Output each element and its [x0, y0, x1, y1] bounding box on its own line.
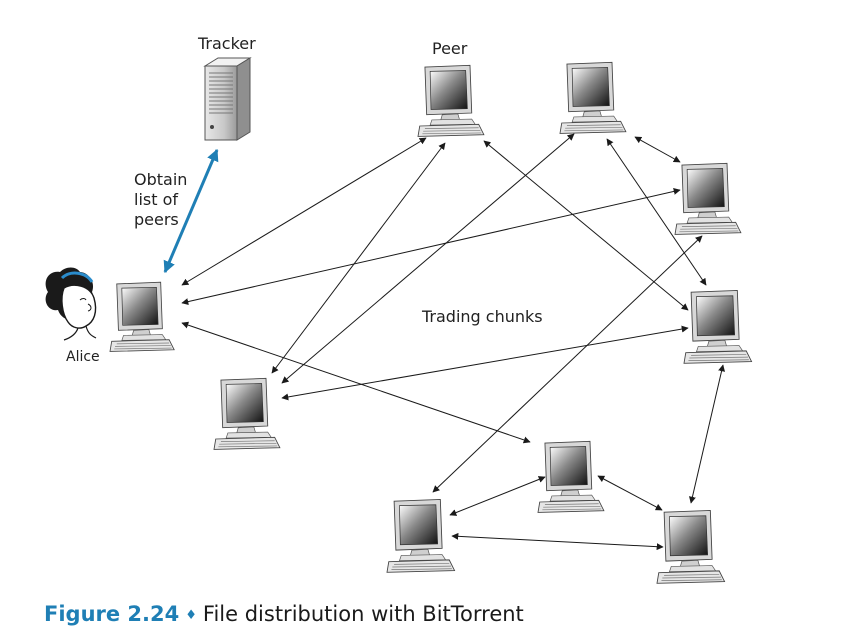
tracker-label: Tracker	[198, 34, 256, 53]
link-peer7-peer8	[449, 476, 546, 516]
caption-separator: ♦	[185, 608, 197, 623]
peer-computer-icon	[537, 440, 605, 513]
figure-number: Figure 2.24	[44, 602, 180, 626]
obtain-peers-label: Obtain list of peers	[134, 170, 188, 229]
link-peer8-peer9	[597, 475, 663, 511]
link-peer1-peer5	[271, 142, 446, 374]
link-peer2-peer5	[281, 133, 575, 384]
peer-computer-icon	[213, 377, 281, 450]
alice-computer-icon	[109, 281, 175, 352]
link-alice-peer1	[181, 137, 427, 286]
link-peer7-peer9	[451, 532, 664, 551]
peer-computer-icon	[417, 64, 485, 137]
tracker-link	[163, 148, 219, 274]
trading-links	[181, 133, 725, 551]
link-peer2-peer3	[634, 136, 681, 163]
alice-label: Alice	[66, 349, 100, 365]
peer-label: Peer	[432, 39, 468, 58]
peer-computer-icon	[386, 498, 456, 573]
peer-computer-icon	[656, 509, 726, 584]
link-peer5-peer6	[281, 325, 689, 401]
trading-chunks-label: Trading chunks	[422, 307, 543, 326]
link-alice-peer3	[181, 187, 681, 306]
figure-caption: Figure 2.24 ♦ File distribution with BitTo…	[44, 602, 524, 626]
peer-computer-icon	[683, 289, 753, 364]
server-tower-icon	[203, 57, 252, 141]
link-peer6-peer9	[689, 364, 725, 504]
peer-computer-icon	[674, 162, 742, 235]
link-peer1-peer6	[483, 140, 689, 311]
alice-person-icon	[45, 267, 97, 341]
peer-computer-icon	[559, 61, 627, 134]
caption-text: File distribution with BitTorrent	[202, 602, 524, 626]
